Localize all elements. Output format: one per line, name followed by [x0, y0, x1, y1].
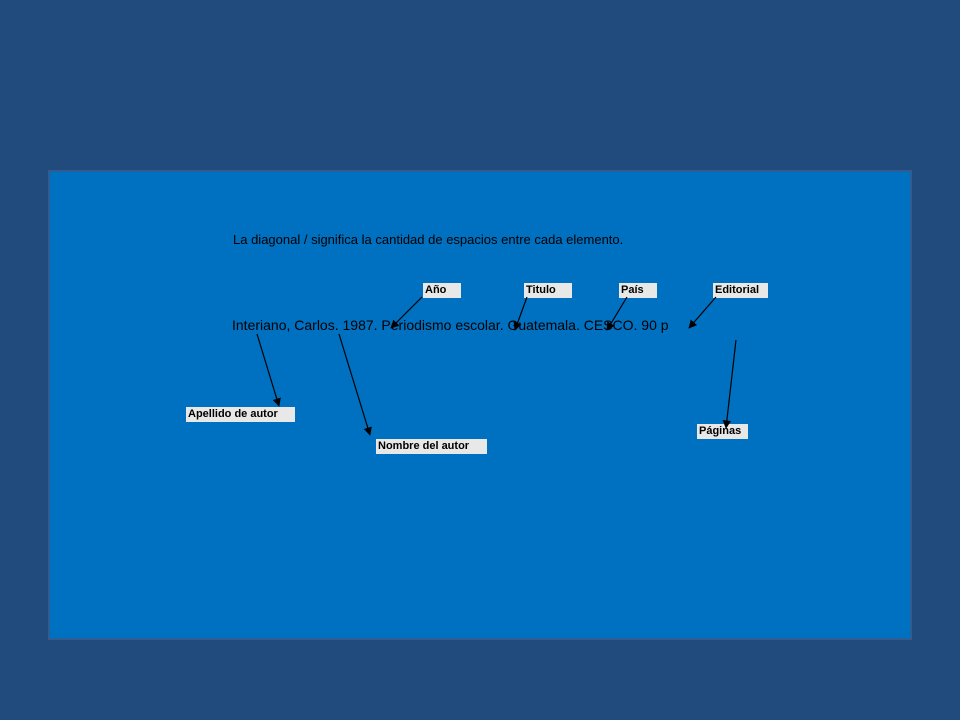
citation-example: Interiano, Carlos. 1987. Periodismo esco…: [232, 317, 669, 333]
label-titulo: Titulo: [524, 283, 572, 298]
label-apellido-autor: Apellido de autor: [186, 407, 295, 422]
label-paginas: Páginas: [697, 424, 748, 439]
label-editorial: Editorial: [713, 283, 768, 298]
label-anio: Año: [423, 283, 461, 298]
slide-panel: [48, 170, 912, 640]
label-pais: País: [619, 283, 657, 298]
label-nombre-autor: Nombre del autor: [376, 439, 487, 454]
instruction-text: La diagonal / significa la cantidad de e…: [233, 232, 624, 247]
